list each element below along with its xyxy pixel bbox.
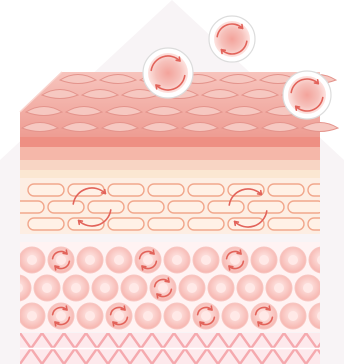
floating-cell-body <box>288 76 326 114</box>
round-cell-nucleus <box>201 311 211 321</box>
brick-cell <box>128 201 164 213</box>
brick-cell <box>148 184 184 196</box>
round-cell-nucleus <box>143 311 153 321</box>
round-cell-nucleus <box>259 255 269 265</box>
floating-cell-body <box>148 53 188 93</box>
brick-cell <box>88 201 124 213</box>
round-cell-nucleus <box>56 255 66 265</box>
brick-cell-layer <box>8 178 344 234</box>
floating-cell-body <box>214 21 250 57</box>
round-cell-nucleus <box>230 255 240 265</box>
round-cell-nucleus <box>114 255 124 265</box>
round-cell-nucleus <box>274 283 284 293</box>
round-cell-nucleus <box>216 283 226 293</box>
band-cream <box>20 170 320 178</box>
brick-rows <box>8 184 344 230</box>
round-cell-nucleus <box>100 283 110 293</box>
brick-cell <box>48 201 84 213</box>
round-cell-nucleus <box>259 311 269 321</box>
round-cell-nucleus <box>303 283 313 293</box>
round-cell-layer <box>5 242 344 332</box>
brick-cell <box>188 184 224 196</box>
round-cell-nucleus <box>27 311 37 321</box>
cell-1 <box>209 16 255 62</box>
round-cell-nucleus <box>85 311 95 321</box>
cell-2 <box>143 48 193 98</box>
brick-cell <box>268 184 304 196</box>
lattice-layer <box>20 333 328 364</box>
brick-cell <box>108 218 144 230</box>
brick-cell <box>28 218 64 230</box>
band-mid <box>20 147 320 160</box>
round-cell-nucleus <box>114 311 124 321</box>
round-cell-nucleus <box>187 283 197 293</box>
round-cell-nucleus <box>42 283 52 293</box>
brick-cell <box>268 218 304 230</box>
brick-cell <box>108 184 144 196</box>
brick-cell <box>68 184 104 196</box>
round-cell-nucleus <box>85 255 95 265</box>
round-cell-nucleus <box>158 283 168 293</box>
colour-bands-layer <box>20 137 320 178</box>
round-cell-nucleus <box>56 311 66 321</box>
round-cell-nucleus <box>143 255 153 265</box>
round-cell-nucleus <box>172 311 182 321</box>
band-light <box>20 160 320 170</box>
round-cell-nucleus <box>129 283 139 293</box>
round-cell-nucleus <box>288 255 298 265</box>
brick-cell <box>148 218 184 230</box>
round-cell-nucleus <box>27 255 37 265</box>
brick-cell <box>188 218 224 230</box>
brick-cell <box>288 201 324 213</box>
round-cell-nucleus <box>201 255 211 265</box>
round-cell-nucleus <box>172 255 182 265</box>
band-dark <box>20 137 320 147</box>
round-cell-nucleus <box>230 311 240 321</box>
brick-cell <box>28 184 64 196</box>
brick-cell <box>168 201 204 213</box>
round-cell-nucleus <box>71 283 81 293</box>
round-cell-nucleus <box>288 311 298 321</box>
round-cell-nucleus <box>245 283 255 293</box>
brick-cell <box>208 201 244 213</box>
cell-3 <box>283 71 331 119</box>
